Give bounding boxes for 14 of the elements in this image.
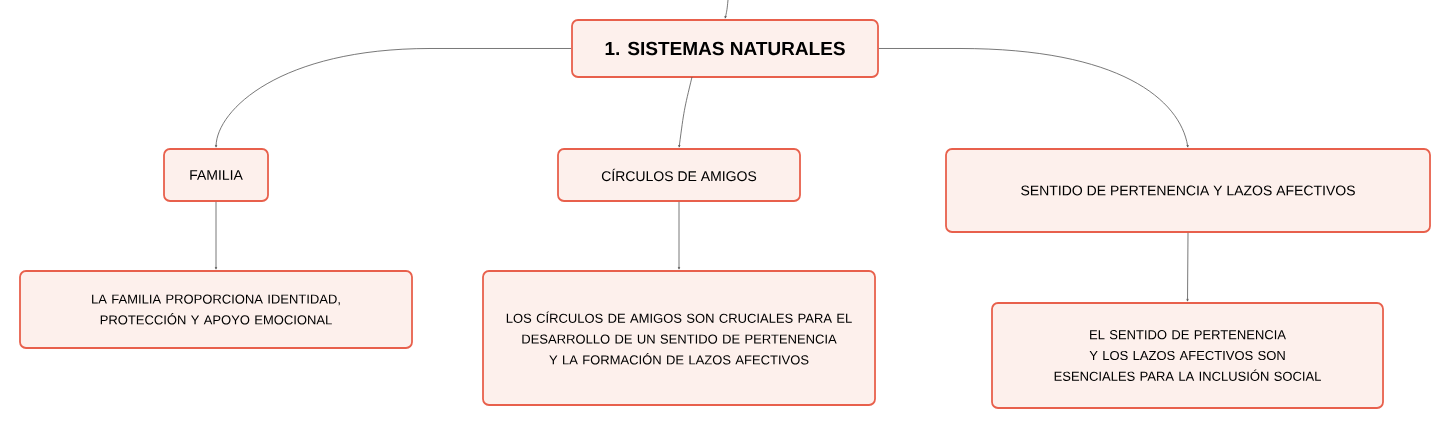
topic-box: EL SENTIDO DE PERTENENCIA Y LOS LAZOS AFECTIVOS SON ESENCIALES PARA LA INCLUSIÓN SOCIAL <box>991 302 1384 409</box>
arrow <box>214 201 218 270</box>
topic-box: CÍRCULOS DE AMIGOS <box>557 148 801 202</box>
arrow <box>724 0 729 19</box>
arrow <box>677 201 681 270</box>
main-topic-box: 1. SISTEMAS NATURALES <box>571 19 879 78</box>
arrow <box>1186 232 1189 302</box>
topic-box: LA FAMILIA PROPORCIONA IDENTIDAD, PROTECCIÓN Y APOYO EMOCIONAL <box>19 270 413 349</box>
arrow <box>878 48 1189 148</box>
arrow <box>678 76 693 148</box>
topic-box: LOS CÍRCULOS DE AMIGOS SON CRUCIALES PARA EL DESARROLLO DE UN SENTIDO DE PERTENENCIA Y LA FORMACIÓN DE LAZOS AFECTIVOS <box>482 270 876 406</box>
topic-box: FAMILIA <box>163 148 269 202</box>
arrow <box>215 48 572 148</box>
topic-box: SENTIDO DE PERTENENCIA Y LAZOS AFECTIVOS <box>945 148 1431 233</box>
